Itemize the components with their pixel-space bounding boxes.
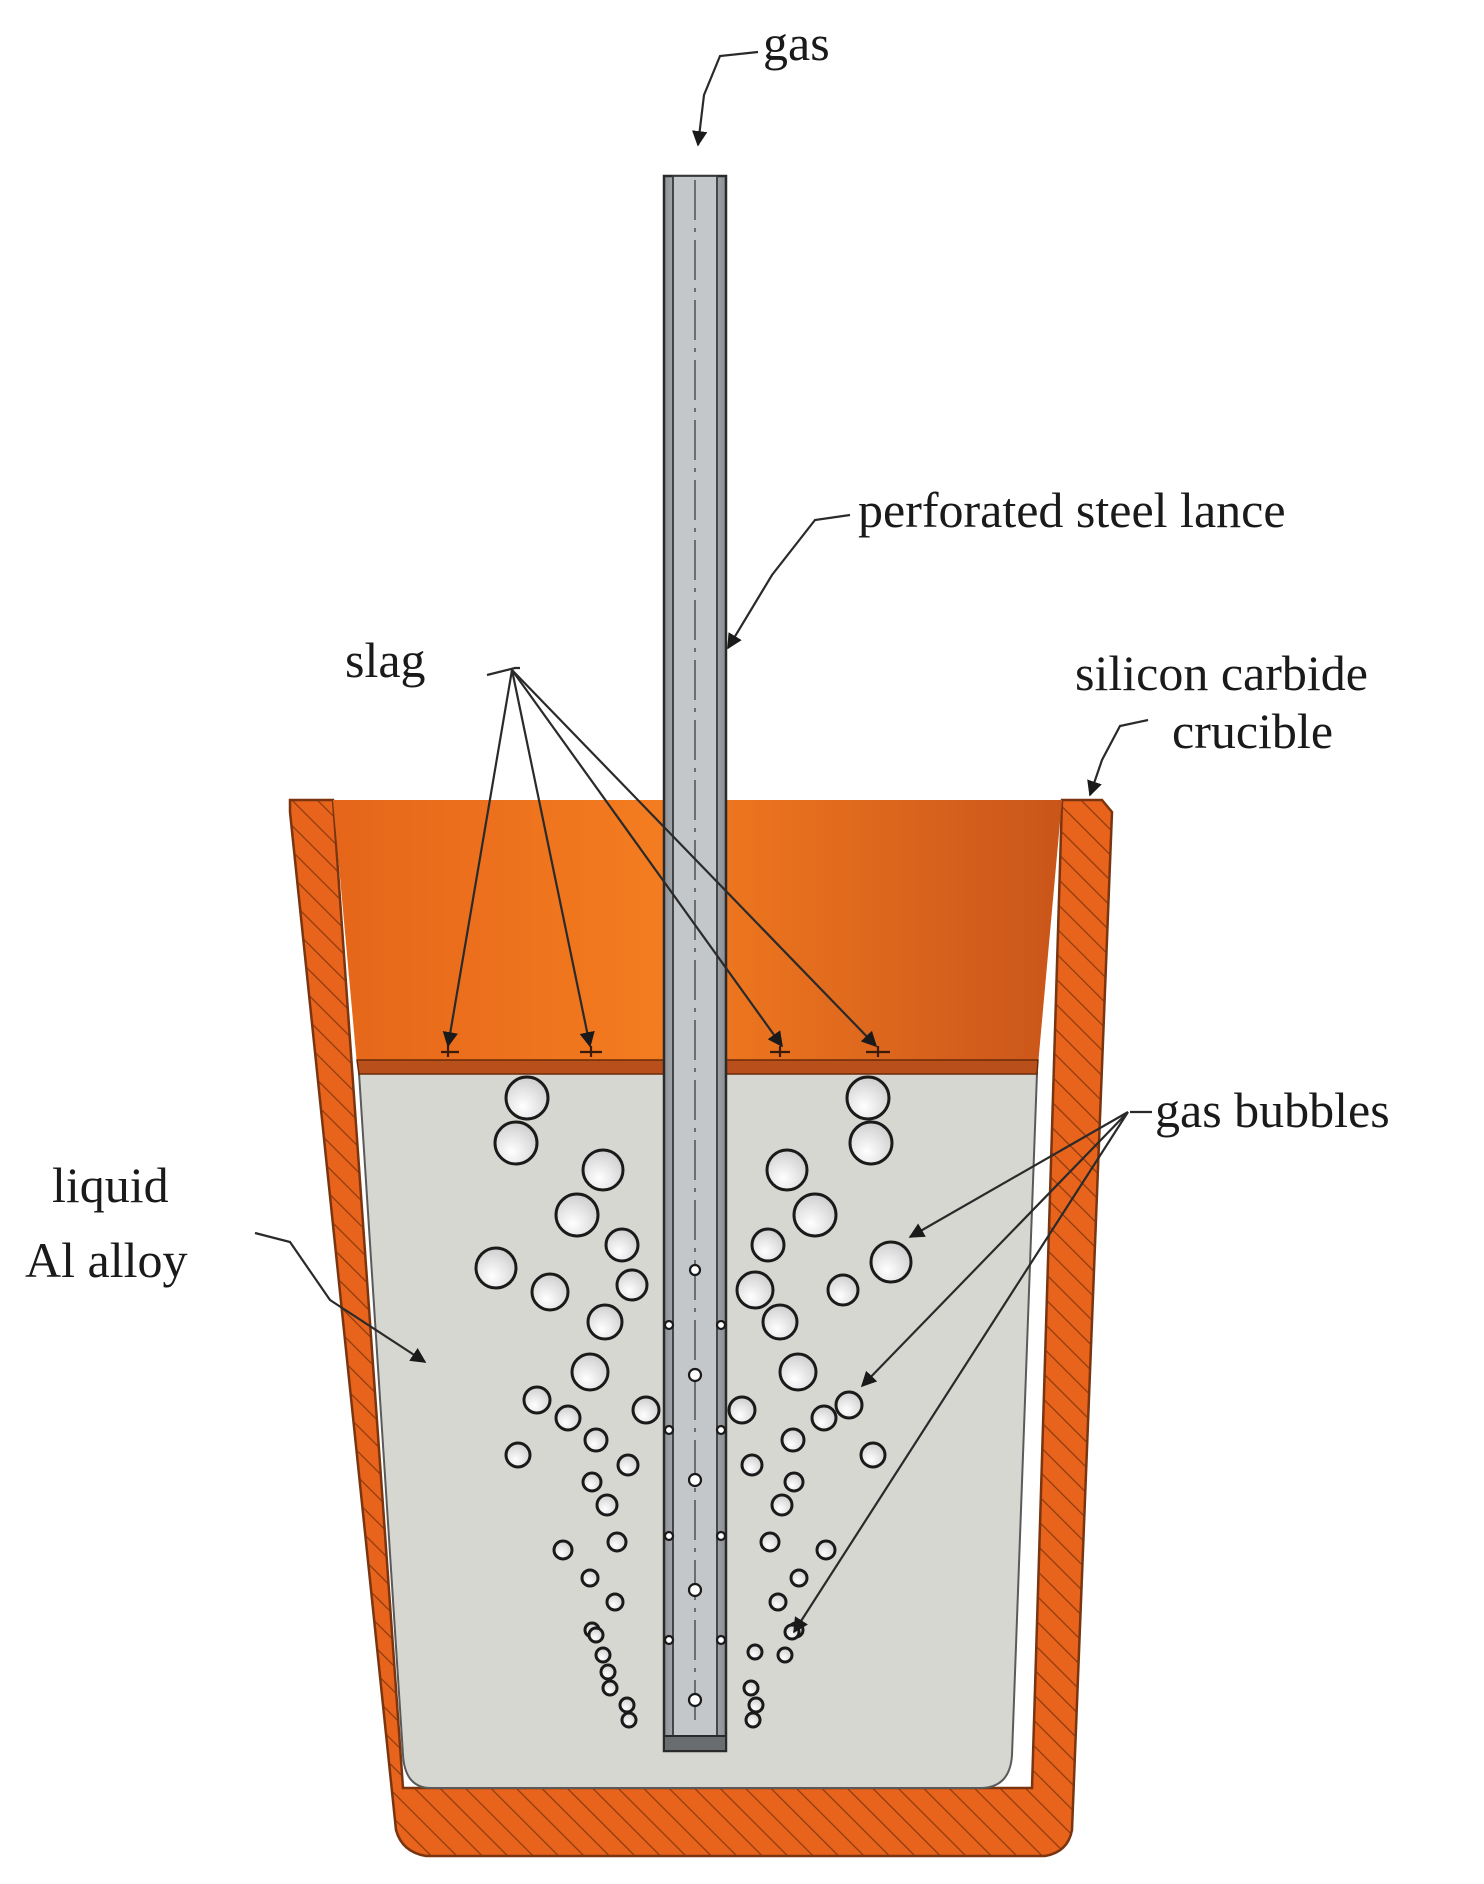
gas-bubble bbox=[616, 1453, 640, 1477]
gas-bubble bbox=[848, 1120, 894, 1166]
gas-bubble bbox=[810, 1404, 838, 1432]
gas-bubble bbox=[727, 1395, 757, 1425]
gas-bubble bbox=[504, 1075, 550, 1121]
gas-bubble bbox=[744, 1711, 762, 1729]
gas-bubble bbox=[552, 1539, 574, 1561]
gas-bubble bbox=[759, 1531, 781, 1553]
lance-hole bbox=[663, 1530, 675, 1542]
gas-bubble bbox=[826, 1273, 860, 1307]
gas-bubble bbox=[581, 1148, 625, 1192]
gas-leader bbox=[692, 50, 759, 147]
liquid-leader bbox=[254, 1231, 427, 1363]
gas-bubble bbox=[780, 1427, 806, 1453]
lance-leader bbox=[727, 513, 851, 650]
gas-bubbles bbox=[474, 1075, 913, 1729]
gas-bubble bbox=[586, 1303, 624, 1341]
labels: gas perforated steel lance slag silicon … bbox=[25, 15, 1390, 1288]
lance-perforations bbox=[663, 1263, 727, 1708]
gas-bubble bbox=[746, 1643, 764, 1661]
gas-bubble bbox=[504, 1441, 532, 1469]
gas-label: gas bbox=[763, 15, 830, 71]
gas-bubble bbox=[768, 1592, 788, 1612]
gas-bubble bbox=[605, 1592, 625, 1612]
gas-bubble bbox=[735, 1270, 775, 1310]
crucible-wall bbox=[288, 798, 1114, 1858]
perforated-steel-lance bbox=[662, 174, 728, 1753]
gas-bubble bbox=[595, 1493, 619, 1517]
gas-bubble bbox=[606, 1531, 628, 1553]
gas-bubble bbox=[530, 1272, 570, 1312]
liquid-label-line2: Al alloy bbox=[25, 1232, 187, 1288]
gas-bubble bbox=[620, 1711, 638, 1729]
gas-bubble bbox=[761, 1303, 799, 1341]
leader-lines bbox=[254, 50, 1152, 1634]
gas-bubble bbox=[742, 1679, 760, 1697]
lance-hole bbox=[687, 1367, 703, 1383]
lance-hole bbox=[663, 1634, 675, 1646]
gas-bubble bbox=[834, 1390, 864, 1420]
gas-bubble bbox=[599, 1663, 617, 1681]
gas-bubble bbox=[815, 1539, 837, 1561]
bubbles-label: gas bubbles bbox=[1155, 1082, 1390, 1138]
gas-bubble bbox=[587, 1626, 605, 1644]
gas-bubble bbox=[493, 1120, 539, 1166]
gas-bubble bbox=[594, 1646, 612, 1664]
gas-bubble bbox=[783, 1471, 805, 1493]
crucible-label-line1: silicon carbide bbox=[1075, 645, 1368, 701]
gas-bubble bbox=[869, 1240, 913, 1284]
lance-hole bbox=[715, 1424, 727, 1436]
slag-particles bbox=[441, 1046, 890, 1057]
gas-bubble bbox=[740, 1453, 764, 1477]
lance-hole bbox=[688, 1263, 702, 1277]
gas-bubble bbox=[601, 1679, 619, 1697]
slag-label: slag bbox=[345, 632, 426, 688]
gas-bubble bbox=[474, 1246, 518, 1290]
lance-hole bbox=[715, 1634, 727, 1646]
gas-bubble bbox=[615, 1268, 649, 1302]
bubbles-leaders bbox=[793, 1110, 1152, 1634]
gas-bubble bbox=[581, 1471, 603, 1493]
crucible-label-line2: crucible bbox=[1172, 703, 1333, 759]
gas-bubble bbox=[859, 1441, 887, 1469]
gas-bubble bbox=[770, 1493, 794, 1517]
gas-bubble bbox=[747, 1696, 765, 1714]
lance-hole bbox=[715, 1319, 727, 1331]
gas-bubble bbox=[765, 1148, 809, 1192]
gas-bubble bbox=[554, 1192, 600, 1238]
liquid-label-line1: liquid bbox=[52, 1157, 169, 1213]
crucible-leader bbox=[1087, 718, 1149, 797]
lance-hole bbox=[663, 1424, 675, 1436]
lance-hole bbox=[687, 1692, 703, 1708]
slag-leaders bbox=[442, 666, 878, 1048]
gas-bubble bbox=[778, 1352, 818, 1392]
gas-bubble bbox=[583, 1427, 609, 1453]
gas-bubble bbox=[789, 1568, 809, 1588]
gas-bubble bbox=[580, 1568, 600, 1588]
gas-bubble bbox=[750, 1227, 786, 1263]
gas-bubble bbox=[618, 1696, 636, 1714]
gas-bubble bbox=[522, 1385, 552, 1415]
gas-bubble bbox=[570, 1352, 610, 1392]
lance-hole bbox=[715, 1530, 727, 1542]
gas-bubble bbox=[776, 1646, 794, 1664]
gas-bubble bbox=[792, 1192, 838, 1238]
gas-bubble bbox=[604, 1227, 640, 1263]
lance-hole bbox=[663, 1319, 675, 1331]
gas-bubble bbox=[631, 1395, 661, 1425]
gas-bubble bbox=[845, 1075, 891, 1121]
lance-label: perforated steel lance bbox=[858, 482, 1286, 538]
lance-hole bbox=[687, 1582, 703, 1598]
gas-bubble bbox=[554, 1404, 582, 1432]
lance-hole bbox=[687, 1472, 703, 1488]
